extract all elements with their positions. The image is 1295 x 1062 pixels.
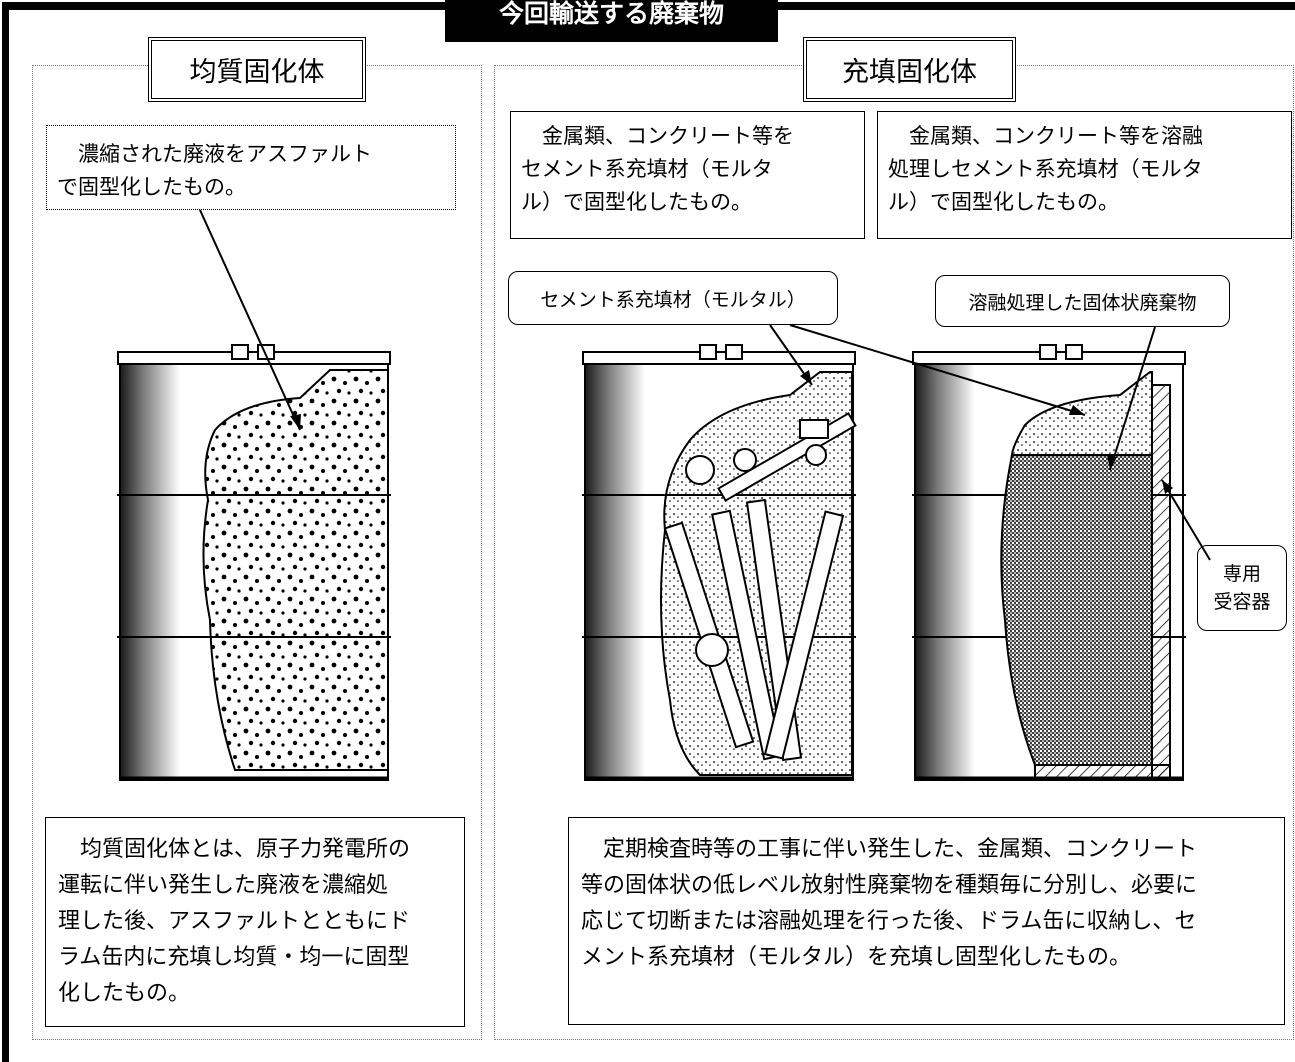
- drum-filled-cut-waste: [582, 344, 857, 781]
- drum-melted-waste: [912, 344, 1186, 781]
- left-description: 均質固化体とは、原子力発電所の 運転に伴い発生した廃液を濃縮処 理した後、アスフ…: [45, 817, 465, 1027]
- right-caption-b: 金属類、コンクリート等を溶融 処理しセメント系充填材（モルタ ル）で固型化したも…: [877, 111, 1292, 239]
- leader-arrowheads: [290, 370, 1173, 494]
- left-heading: 均質固化体: [148, 37, 366, 102]
- mortar-label: セメント系充填材（モルタル）: [508, 271, 838, 325]
- right-description: 定期検査時等の工事に伴い発生した、金属類、コンクリート 等の固体状の低レベル放射…: [568, 817, 1285, 1025]
- left-caption: 濃縮された廃液をアスファルト で固型化したもの。: [46, 125, 456, 210]
- melted-waste-label: 溶融処理した固体状廃棄物: [935, 275, 1230, 327]
- right-caption-a: 金属類、コンクリート等を セメント系充填材（モルタ ル）で固型化したもの。: [510, 111, 865, 239]
- right-heading: 充填固化体: [803, 37, 1016, 102]
- leader-lines: [199, 209, 1211, 561]
- page-title: 今回輸送する廃棄物: [445, 0, 778, 42]
- container-label: 専用 受容器: [1197, 545, 1287, 631]
- drum-homogeneous: [117, 344, 391, 781]
